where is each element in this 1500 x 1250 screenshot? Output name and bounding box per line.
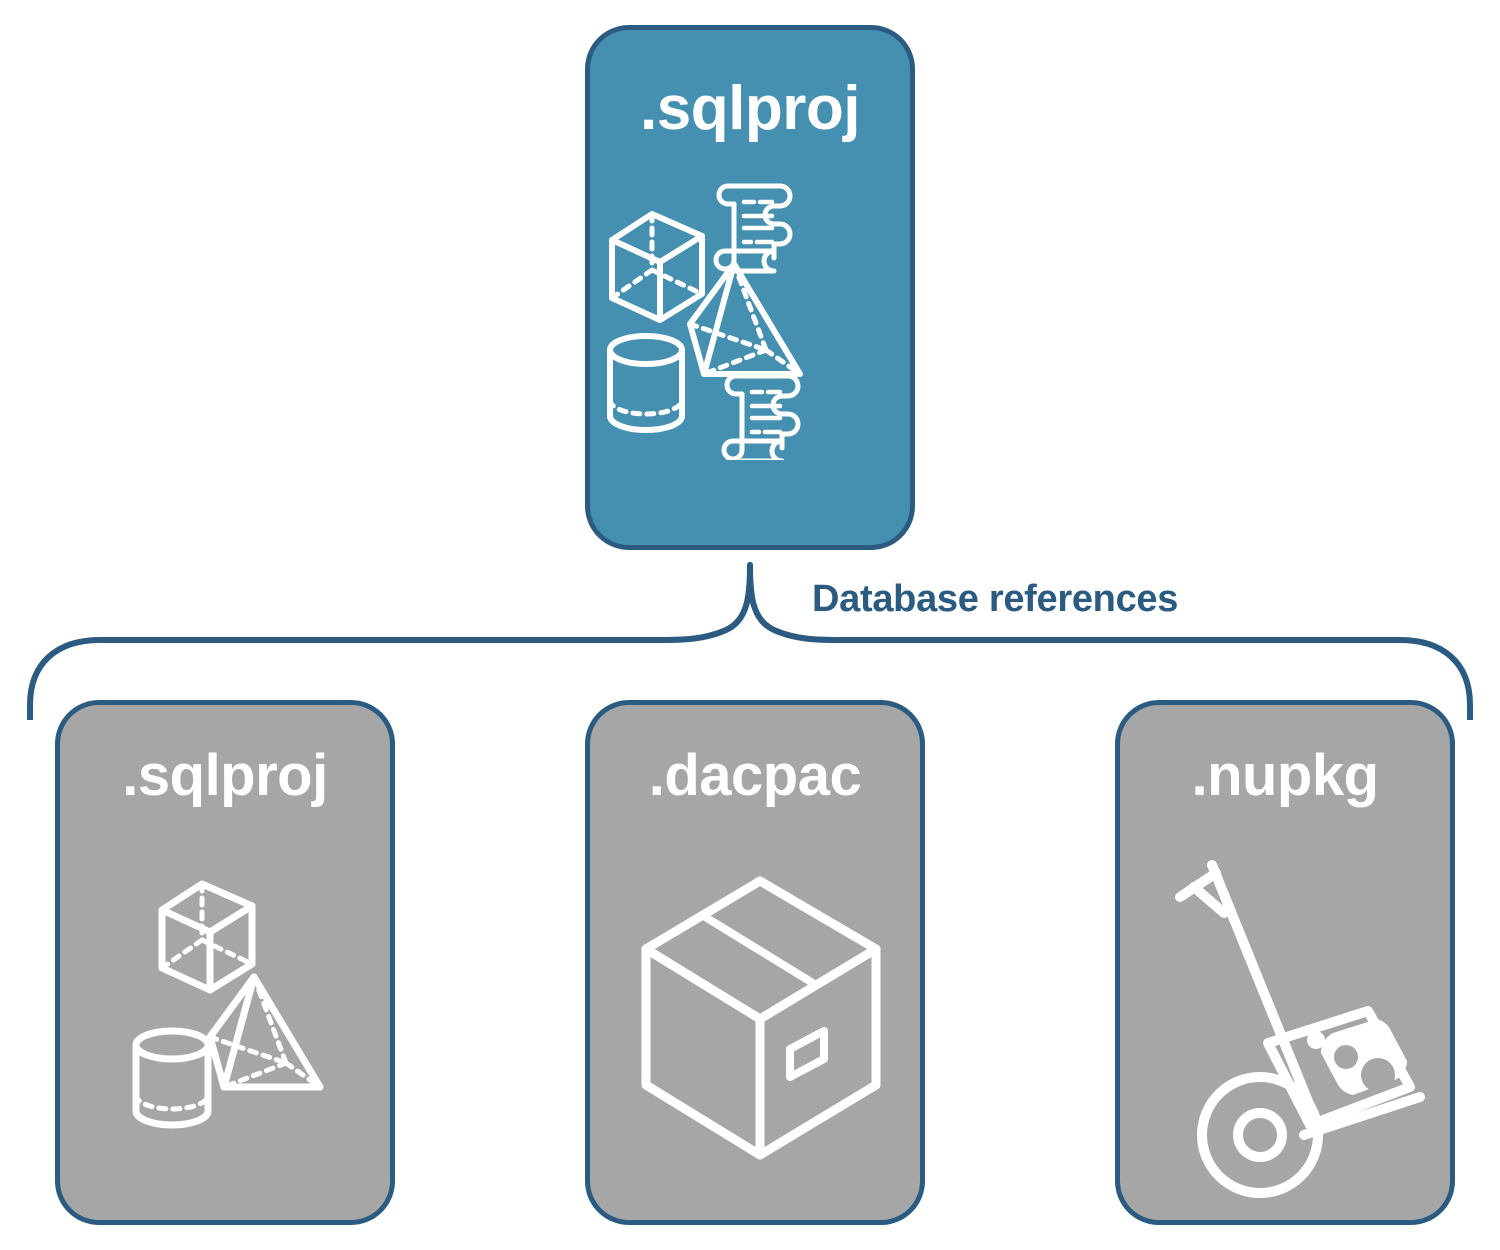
cube-wireframe-icon [609,211,705,323]
reference-icon-group-dacpac [590,835,920,1215]
database-references-connector [27,562,1473,720]
root-node-icon-group [590,170,920,464]
pyramid-wireframe-icon [687,261,803,377]
cylinder-wireframe-icon [607,333,685,433]
script-scroll-icon-top [713,183,793,274]
cylinder-wireframe-icon [132,1027,212,1129]
connector-label: Database references [812,578,1179,620]
reference-node-label-sqlproj: .sqlproj [122,743,328,808]
root-node-label: .sqlproj [640,74,860,143]
reference-node-label-nupkg: .nupkg [1191,743,1379,808]
shipping-box-icon [641,876,881,1160]
root-node-sqlproj[interactable]: .sqlproj [585,25,915,550]
hand-truck-package-icon [1175,860,1425,1198]
reference-icon-group-sqlproj [60,835,390,1215]
cube-wireframe-icon [158,880,256,994]
reference-icon-group-nupkg [1120,835,1450,1215]
pyramid-wireframe-icon [206,973,324,1091]
reference-node-dacpac[interactable]: .dacpac [585,700,925,1225]
reference-node-sqlproj[interactable]: .sqlproj [55,700,395,1225]
reference-node-nupkg[interactable]: .nupkg [1115,700,1455,1225]
reference-node-label-dacpac: .dacpac [648,743,862,808]
script-scroll-icon-bottom [721,373,801,464]
